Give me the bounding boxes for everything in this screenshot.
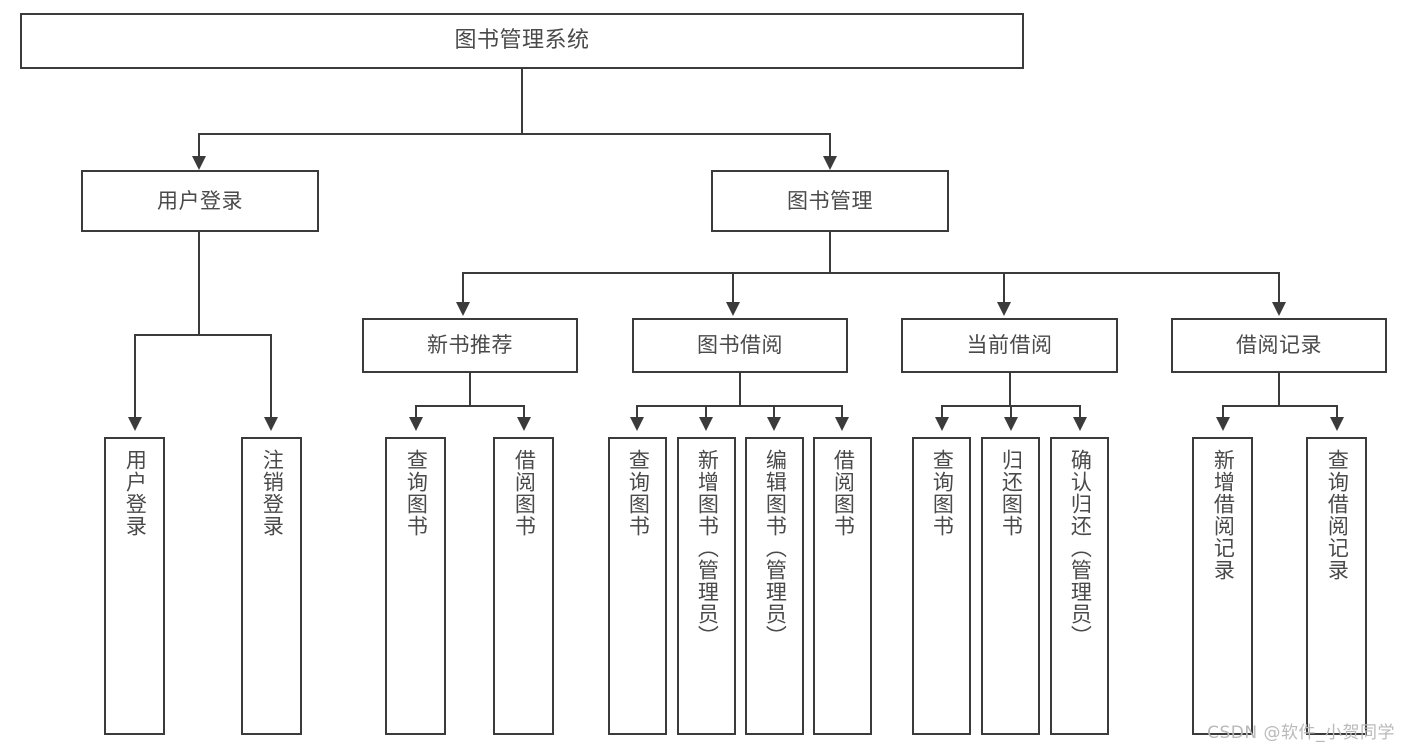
arrow-to-user-login — [192, 156, 206, 170]
node-leaf-query-book-1[interactable]: 查询图书 — [385, 437, 446, 735]
node-leaf-borrow-book-2-label: 借阅图书 — [831, 449, 856, 537]
node-leaf-add-record-label: 新增借阅记录 — [1211, 449, 1236, 581]
arrow-to-leaf-query-book-3 — [935, 417, 949, 431]
node-new-book-recommend[interactable]: 新书推荐 — [362, 318, 578, 373]
edge-br-stem — [1278, 373, 1280, 406]
arrow-to-leaf-add-record — [1216, 417, 1230, 431]
node-leaf-logout-login[interactable]: 注销登录 — [241, 437, 302, 735]
node-leaf-confirm-return-label: 确认归还（管理员） — [1068, 449, 1093, 647]
edge-root-bar — [198, 133, 830, 135]
arrow-to-book-borrow — [726, 302, 740, 316]
node-leaf-query-book-2[interactable]: 查询图书 — [608, 437, 667, 735]
node-leaf-query-record-label: 查询借阅记录 — [1325, 449, 1350, 581]
arrow-to-leaf-query-book-1 — [409, 417, 423, 431]
node-leaf-borrow-book-1[interactable]: 借阅图书 — [493, 437, 554, 735]
edge-user-login-left-drop — [134, 334, 136, 418]
node-book-borrow-label: 图书借阅 — [697, 333, 783, 358]
node-user-login[interactable]: 用户登录 — [81, 170, 319, 232]
node-leaf-add-book-label: 新增图书（管理员） — [695, 449, 720, 647]
edge-bm-drop-1 — [462, 272, 464, 303]
node-leaf-borrow-book-2[interactable]: 借阅图书 — [813, 437, 872, 735]
node-leaf-user-login-label: 用户登录 — [123, 449, 148, 537]
edge-bm-drop-2 — [732, 272, 734, 303]
edge-nbr-stem — [469, 373, 471, 406]
edge-book-manage-bar — [462, 272, 1280, 274]
node-book-borrow[interactable]: 图书借阅 — [632, 318, 848, 373]
node-leaf-query-book-3-label: 查询图书 — [930, 449, 955, 537]
edge-cb-drop-1 — [941, 405, 943, 418]
node-leaf-edit-book[interactable]: 编辑图书（管理员） — [745, 437, 804, 735]
arrow-to-leaf-query-record — [1330, 417, 1344, 431]
node-leaf-return-book[interactable]: 归还图书 — [981, 437, 1040, 735]
node-book-manage-label: 图书管理 — [787, 188, 873, 213]
node-leaf-edit-book-label: 编辑图书（管理员） — [763, 449, 788, 647]
arrow-to-leaf-logout-login — [264, 417, 278, 431]
edge-bb-drop-3 — [773, 405, 775, 418]
node-borrow-record-label: 借阅记录 — [1236, 333, 1322, 358]
watermark: CSDN @软件_小贺同学 — [1207, 723, 1395, 743]
edge-nbr-drop-1 — [415, 405, 417, 418]
edge-cb-stem — [1009, 373, 1011, 406]
edge-cb-drop-2 — [1010, 405, 1012, 418]
edge-nbr-drop-2 — [523, 405, 525, 418]
node-leaf-user-login[interactable]: 用户登录 — [104, 437, 165, 735]
arrow-to-leaf-return-book — [1004, 417, 1018, 431]
node-book-manage[interactable]: 图书管理 — [711, 170, 949, 232]
edge-root-to-user-login — [198, 133, 200, 158]
edge-nbr-bar — [415, 405, 525, 407]
node-root[interactable]: 图书管理系统 — [20, 13, 1024, 69]
node-leaf-query-book-1-label: 查询图书 — [404, 449, 429, 537]
edge-root-to-book-manage — [829, 133, 831, 158]
node-leaf-return-book-label: 归还图书 — [999, 449, 1024, 537]
edge-root-stem — [521, 68, 523, 134]
node-root-label: 图书管理系统 — [454, 28, 590, 54]
arrow-to-leaf-user-login — [128, 417, 142, 431]
arrow-to-current-borrow — [997, 302, 1011, 316]
node-leaf-query-book-3[interactable]: 查询图书 — [912, 437, 971, 735]
node-borrow-record[interactable]: 借阅记录 — [1171, 318, 1387, 373]
node-leaf-query-record[interactable]: 查询借阅记录 — [1306, 437, 1367, 735]
arrow-to-leaf-borrow-book-1 — [517, 417, 531, 431]
arrow-to-leaf-edit-book — [767, 417, 781, 431]
node-current-borrow-label: 当前借阅 — [966, 333, 1053, 358]
node-leaf-query-book-2-label: 查询图书 — [626, 449, 651, 537]
edge-book-manage-stem — [829, 232, 831, 273]
edge-user-login-stem — [198, 232, 200, 335]
edge-bb-stem — [739, 373, 741, 406]
arrow-to-new-book-recommend — [456, 302, 470, 316]
edge-user-login-right-drop — [270, 334, 272, 418]
node-leaf-confirm-return[interactable]: 确认归还（管理员） — [1050, 437, 1109, 735]
node-leaf-add-book[interactable]: 新增图书（管理员） — [677, 437, 736, 735]
node-leaf-add-record[interactable]: 新增借阅记录 — [1192, 437, 1253, 735]
arrow-to-borrow-record — [1272, 302, 1286, 316]
edge-bb-bar — [636, 405, 843, 407]
arrow-to-leaf-query-book-2 — [630, 417, 644, 431]
edge-br-drop-1 — [1222, 405, 1224, 418]
arrow-to-leaf-borrow-book-2 — [835, 417, 849, 431]
edge-bm-drop-3 — [1003, 272, 1005, 303]
edge-bb-drop-4 — [841, 405, 843, 418]
node-current-borrow[interactable]: 当前借阅 — [901, 318, 1118, 373]
arrow-to-leaf-confirm-return — [1073, 417, 1087, 431]
edge-user-login-bar — [134, 334, 272, 336]
edge-bb-drop-1 — [636, 405, 638, 418]
arrow-to-book-manage — [823, 156, 837, 170]
arrow-to-leaf-add-book — [699, 417, 713, 431]
edge-bm-drop-4 — [1278, 272, 1280, 303]
edge-br-bar — [1222, 405, 1338, 407]
node-leaf-logout-login-label: 注销登录 — [260, 449, 285, 537]
edge-br-drop-2 — [1336, 405, 1338, 418]
edge-cb-drop-3 — [1079, 405, 1081, 418]
node-new-book-recommend-label: 新书推荐 — [427, 333, 513, 358]
node-leaf-borrow-book-1-label: 借阅图书 — [512, 449, 537, 537]
edge-bb-drop-2 — [705, 405, 707, 418]
node-user-login-label: 用户登录 — [157, 188, 243, 213]
